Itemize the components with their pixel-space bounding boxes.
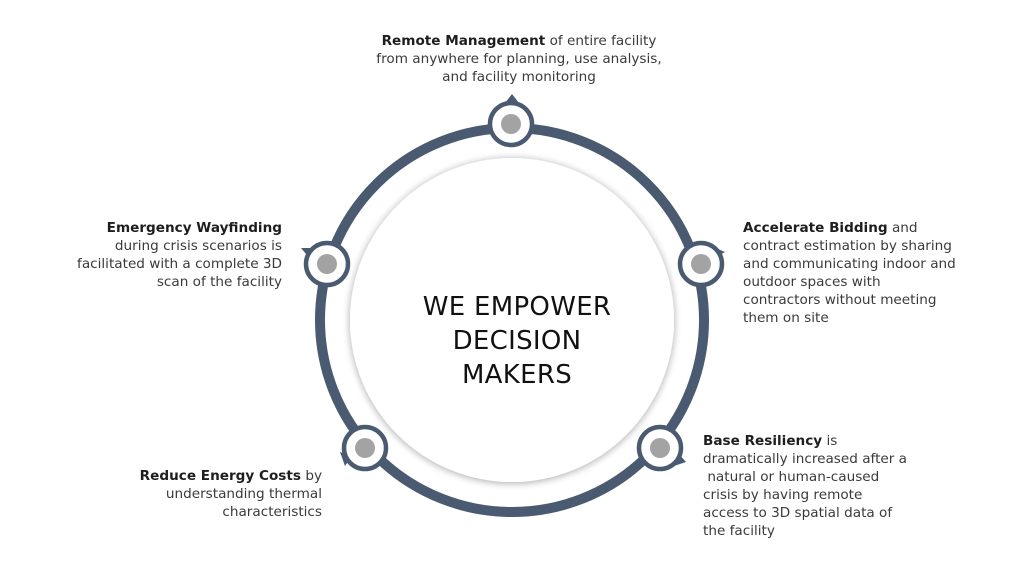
callout-line: the facility — [703, 523, 775, 539]
callout-line: understanding thermal — [165, 486, 322, 502]
node-right — [677, 240, 725, 288]
callout-line: natural or human-caused — [703, 469, 880, 485]
center-title: WE EMPOWER DECISION MAKERS — [387, 290, 647, 392]
callout-text: is — [822, 433, 838, 449]
callout-line: and communicating indoor and — [743, 256, 956, 272]
callout-heading: Accelerate Bidding — [743, 220, 888, 236]
callout-remote-management: Remote Management of entire facility fro… — [330, 32, 708, 86]
callout-line: facilitated with a complete 3D — [77, 256, 282, 272]
callout-text: by — [301, 468, 322, 484]
callout-reduce-energy-costs: Reduce Energy Costs by understanding the… — [40, 467, 322, 521]
callout-line: access to 3D spatial data of — [703, 505, 893, 521]
node-top — [487, 100, 535, 148]
callout-line: Reduce Energy Costs by — [40, 467, 322, 485]
callout-line: Base Resiliency is — [703, 432, 963, 450]
callout-emergency-wayfinding: Emergency Wayfinding during crisis scena… — [30, 219, 282, 291]
callout-line: contractors without meeting — [743, 292, 937, 308]
callout-heading: Remote Management — [381, 33, 546, 49]
inner-circle — [350, 158, 674, 482]
center-title-line: MAKERS — [461, 360, 573, 390]
callout-line: Accelerate Bidding and — [743, 219, 1003, 237]
callout-line: contract estimation by sharing — [743, 238, 952, 254]
callout-heading: Reduce Energy Costs — [139, 468, 301, 484]
node-left — [303, 240, 351, 288]
callout-line: Remote Management of entire facility — [330, 32, 708, 50]
callout-accelerate-bidding: Accelerate Bidding and contract estimati… — [743, 219, 1003, 327]
callout-heading: Base Resiliency — [703, 433, 823, 449]
node-bottom-left — [341, 424, 389, 472]
callout-line: them on site — [743, 310, 829, 326]
callout-line: during crisis scenarios is — [114, 238, 282, 254]
callout-heading: Emergency Wayfinding — [106, 220, 282, 236]
callout-line: characteristics — [222, 504, 322, 520]
callout-heading-line: Emergency Wayfinding — [30, 219, 282, 237]
callout-line: scan of the facility — [156, 274, 282, 290]
ring-arrow-top — [505, 94, 519, 103]
callout-line: crisis by having remote — [703, 487, 863, 503]
callout-line: dramatically increased after a — [703, 451, 908, 467]
node-bottom-right — [636, 424, 684, 472]
callout-line: from anywhere for planning, use analysis… — [376, 51, 662, 67]
callout-text: of entire facility — [545, 33, 657, 49]
callout-text: and — [887, 220, 918, 236]
center-title-line: DECISION — [452, 326, 582, 356]
callout-base-resiliency: Base Resiliency is dramatically increase… — [703, 432, 963, 540]
center-title-line: WE EMPOWER — [422, 292, 612, 322]
callout-line: outdoor spaces with — [743, 274, 881, 290]
callout-line: and facility monitoring — [442, 69, 596, 85]
